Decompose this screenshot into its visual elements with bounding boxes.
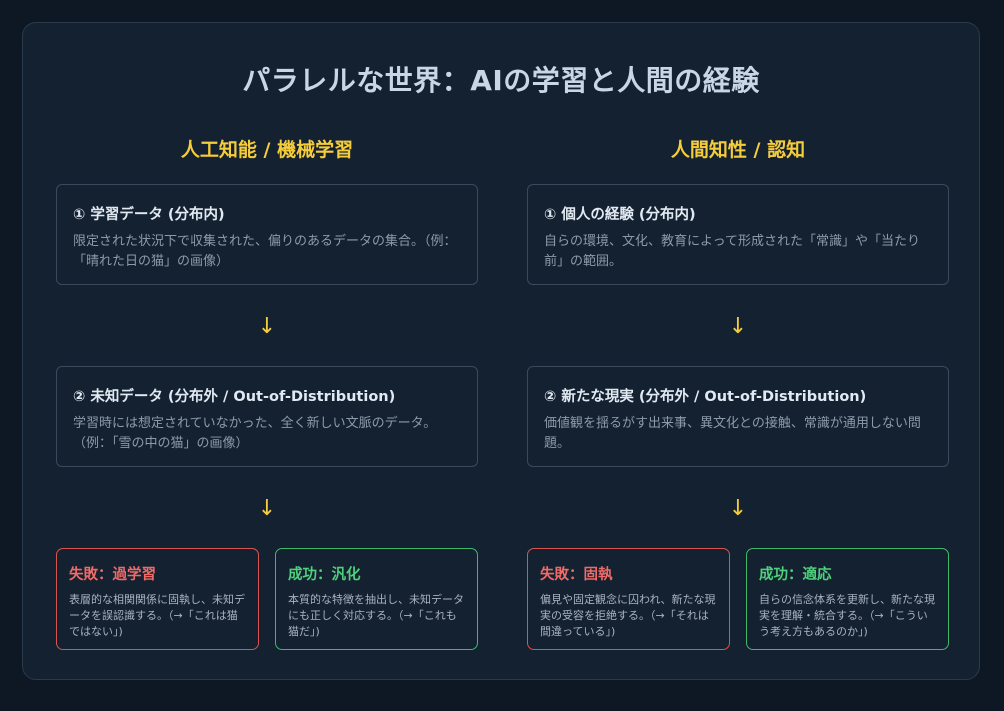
ai-success-generalization-box: 成功：汎化 本質的な特徴を抽出し、未知データにも正しく対応する。（→「これも猫だ… [275,548,478,650]
human-fail-text: 偏見や固定観念に囚われ、新たな現実の受容を拒絶する。（→「それは間違っている」) [540,593,716,638]
column-heading-ai: 人工知能 / 機械学習 [180,139,354,161]
human-success-adaptation-box: 成功：適応 自らの信念体系を更新し、新たな現実を理解・統合する。（→「こういう考… [746,548,949,650]
human-experience-box: ① 個人の経験 (分布内) 自らの環境、文化、教育によって形成された「常識」や「… [527,184,949,285]
human-new-reality-title: ② 新たな現実 (分布外 / Out-of-Distribution) [544,389,867,405]
human-fail-title: 失敗：固執 [540,567,613,583]
ai-training-data-box: ① 学習データ (分布内) 限定された状況下で収集された、偏りのあるデータの集合… [56,184,478,285]
ai-success-text: 本質的な特徴を抽出し、未知データにも正しく対応する。（→「これも猫だ」) [288,593,464,638]
human-success-title: 成功：適応 [759,567,832,583]
column-heading-human: 人間知性 / 認知 [670,139,806,161]
ai-training-data-title: ① 学習データ (分布内) [73,207,225,223]
ai-unknown-data-text: 学習時には想定されていなかった、全く新しい文脈のデータ。（例：「雪の中の猫」の画… [73,416,437,451]
ai-unknown-data-box: ② 未知データ (分布外 / Out-of-Distribution) 学習時に… [56,366,478,467]
ai-success-title: 成功：汎化 [288,567,361,583]
human-arrow-down-icon-2: ↓ [728,496,748,521]
ai-fail-overfitting-box: 失敗：過学習 表層的な相関関係に固執し、未知データを誤認識する。（→「これは猫で… [56,548,259,650]
human-new-reality-text: 価値観を揺るがす出来事、異文化との接触、常識が通用しない問題。 [544,416,921,451]
human-experience-text: 自らの環境、文化、教育によって形成された「常識」や「当たり前」の範囲。 [544,234,920,269]
ai-fail-text: 表層的な相関関係に固執し、未知データを誤認識する。（→「これは猫ではない」) [69,593,245,638]
ai-unknown-data-title: ② 未知データ (分布外 / Out-of-Distribution) [73,389,396,405]
page-title: パラレルな世界：AIの学習と人間の経験 [242,64,760,97]
ai-fail-title: 失敗：過学習 [69,567,156,583]
human-success-text: 自らの信念体系を更新し、新たな現実を理解・統合する。（→「こういう考え方もあるの… [759,593,935,638]
ai-arrow-down-icon-2: ↓ [257,496,277,521]
ai-training-data-text: 限定された状況下で収集された、偏りのあるデータの集合。（例：「晴れた日の猫」の画… [73,234,457,269]
human-experience-title: ① 個人の経験 (分布内) [544,207,696,223]
ai-arrow-down-icon: ↓ [257,314,277,339]
human-fail-fixation-box: 失敗：固執 偏見や固定観念に囚われ、新たな現実の受容を拒絶する。（→「それは間違… [527,548,730,650]
diagram-panel: パラレルな世界：AIの学習と人間の経験 人工知能 / 機械学習 ① 学習データ … [22,22,980,680]
human-arrow-down-icon: ↓ [728,314,748,339]
human-new-reality-box: ② 新たな現実 (分布外 / Out-of-Distribution) 価値観を… [527,366,949,467]
